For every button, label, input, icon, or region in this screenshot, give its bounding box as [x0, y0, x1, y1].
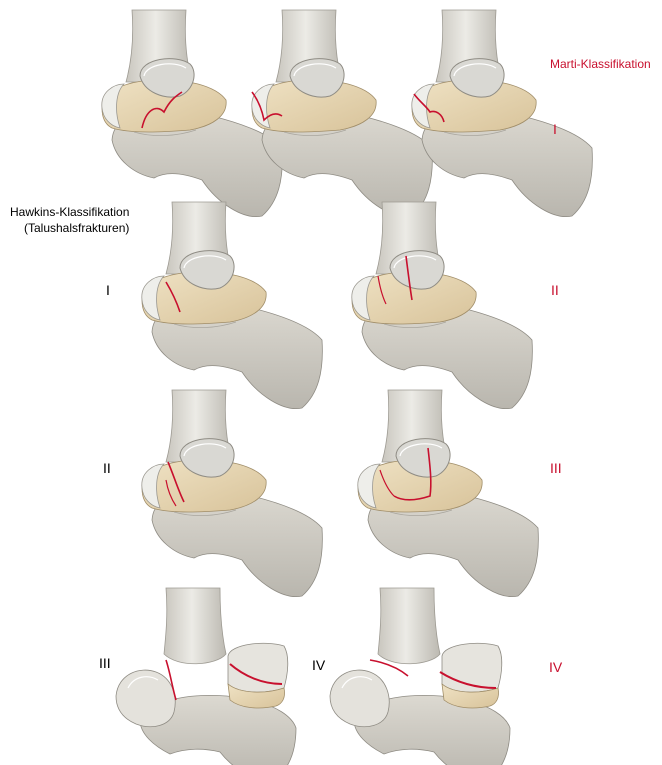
marti-2-ankle [351, 201, 533, 410]
hawkins-title: Hawkins-Klassifikation [10, 205, 130, 219]
marti-grade-1: I [553, 121, 557, 137]
hawkins-1-ankle [141, 201, 323, 410]
marti-grade-4: IV [549, 659, 563, 675]
marti-1-ankle-b [251, 9, 433, 218]
marti-3-ankle [357, 389, 539, 598]
hawkins-grade-1: I [106, 282, 110, 298]
hawkins-grade-3: III [99, 655, 111, 671]
marti-grade-2: II [551, 282, 559, 298]
hawkins-2-ankle [141, 389, 323, 598]
marti-1-ankle-c [411, 9, 593, 218]
hawkins-3-ankle [115, 587, 297, 765]
hawkins-grade-4: IV [312, 657, 326, 673]
hawkins-4-ankle [329, 587, 511, 765]
hawkins-subtitle: (Talushalsfrakturen) [24, 221, 130, 235]
marti-grade-3: III [550, 460, 562, 476]
marti-1-ankle-a [101, 9, 283, 218]
hawkins-grade-2: II [103, 460, 111, 476]
marti-title: Marti-Klassifikation [550, 57, 651, 71]
